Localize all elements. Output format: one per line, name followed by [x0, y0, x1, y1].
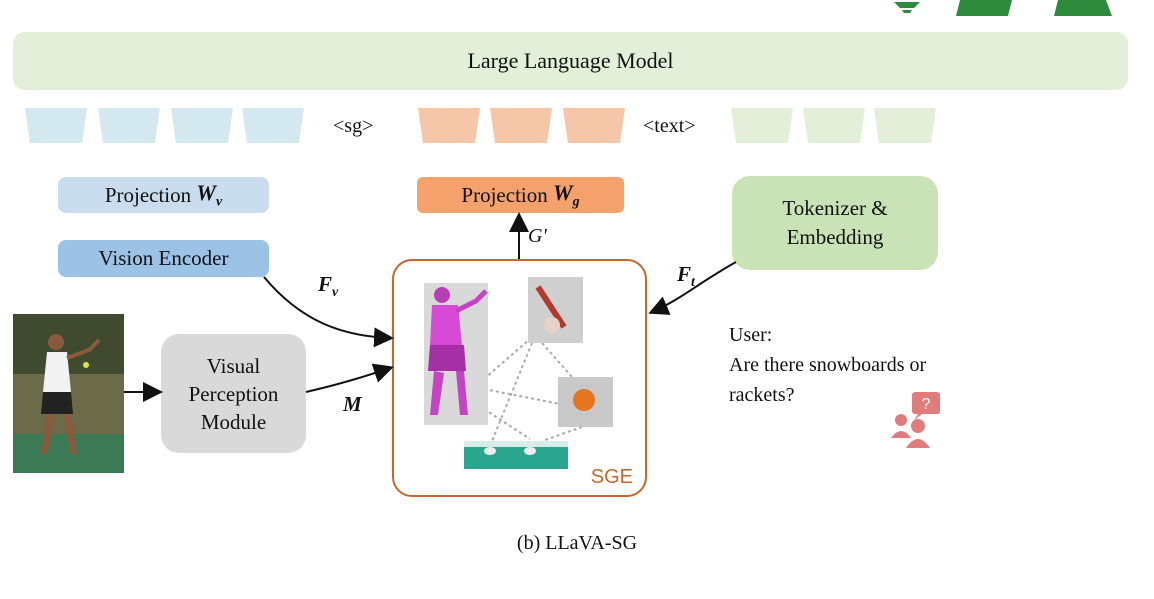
m-label: M: [343, 392, 362, 416]
ft-label: Ft: [677, 262, 695, 291]
encoder-to-sge-arrow: [263, 276, 394, 348]
gprime-label: G': [528, 225, 547, 247]
court-crop: [464, 441, 568, 469]
user-question-text: Are there snowboards or rackets?: [729, 354, 927, 406]
sg-token: [490, 108, 552, 143]
sge-label: SGE: [590, 466, 633, 488]
tokenizer-to-sge-arrow: [648, 261, 737, 315]
projection-g-symbol: Wg: [553, 179, 580, 210]
vision-token: [242, 108, 304, 143]
text-token: [731, 108, 793, 143]
vision-encoder-box: Vision Encoder: [58, 240, 269, 277]
vision-tokens: [25, 108, 304, 143]
svg-text:?: ?: [922, 396, 931, 413]
vpm-line1: Visual: [206, 353, 261, 378]
text-token-label: <text>: [643, 115, 696, 137]
user-label: User:: [729, 324, 773, 346]
scene-graph-edges: [483, 338, 583, 442]
vision-token: [171, 108, 233, 143]
token-row: [25, 108, 936, 143]
sg-tokens: [418, 108, 625, 143]
large-language-model-bar: Large Language Model: [13, 32, 1128, 90]
graph-edge: [483, 338, 531, 380]
text-token: [803, 108, 865, 143]
sg-token: [563, 108, 625, 143]
vpm-line2: Perception: [188, 381, 279, 406]
figure-caption: (b) LLaVA-SG: [516, 532, 638, 554]
projection-g-text: Projection: [461, 182, 553, 207]
graph-edge: [483, 388, 561, 405]
text-token: [874, 108, 936, 143]
person-crop: [424, 283, 488, 425]
user-question-icon: ?: [891, 392, 940, 448]
llm-label: Large Language Model: [467, 48, 674, 73]
graph-edge: [541, 342, 573, 378]
top-decoration-icons: [894, 0, 1112, 16]
vpm-to-sge-arrow: [305, 363, 394, 393]
sg-token-label: <sg>: [333, 115, 374, 137]
tennis-player-photo: [13, 314, 124, 473]
tokenizer-line1: Tokenizer &: [782, 196, 888, 220]
fv-label: Fv: [318, 272, 339, 301]
tennis-racket-crop: [528, 277, 583, 343]
text-tokens: [731, 108, 936, 143]
projection-v-text: Projection: [104, 182, 197, 207]
scene-graph: [424, 277, 613, 469]
vpm-line3: Module: [200, 409, 267, 434]
vision-token: [98, 108, 160, 143]
vision-token: [25, 108, 87, 143]
vision-encoder-label: Vision Encoder: [98, 246, 229, 270]
tennis-ball-crop: [558, 377, 613, 427]
projection-v-symbol: Wv: [196, 179, 223, 210]
projection-wv-box: Projection Wv: [58, 177, 269, 213]
visual-perception-module-box: Visual Perception Module: [161, 334, 306, 453]
graph-edge: [541, 426, 583, 442]
tokenizer-line2: Embedding: [786, 225, 884, 249]
user-question: User: Are there snowboards or rackets?: [729, 320, 989, 410]
tokenizer-embedding-box: Tokenizer & Embedding: [732, 176, 938, 270]
sg-token: [418, 108, 480, 143]
projection-wg-box: Projection Wg: [417, 177, 624, 213]
